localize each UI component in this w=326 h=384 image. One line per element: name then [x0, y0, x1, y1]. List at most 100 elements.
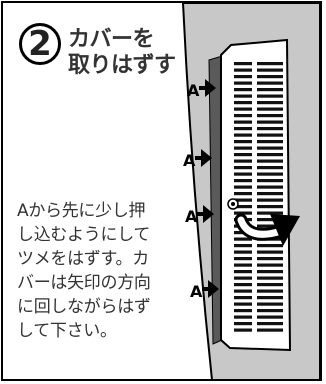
vent-slot	[257, 244, 283, 248]
vent-slot	[257, 127, 283, 131]
vent-slot	[257, 94, 283, 98]
vent-slot	[234, 296, 252, 300]
vent-slot	[257, 146, 283, 150]
step-title-line-1: カバーを	[68, 27, 155, 52]
instruction-line-3: ツメをはずす。カ	[17, 249, 149, 269]
vent-slot	[257, 101, 283, 105]
vent-slot	[257, 276, 283, 280]
vent-slot	[234, 205, 252, 209]
point-label-a: A	[185, 207, 198, 226]
vent-slot	[234, 198, 252, 202]
vent-slot	[257, 120, 283, 124]
vent-slot	[234, 302, 252, 306]
push-arrow	[199, 79, 216, 97]
vent-slot	[257, 107, 283, 111]
vent-slot	[257, 283, 283, 287]
step-number: 2	[28, 24, 52, 64]
vent-slot	[234, 81, 252, 85]
vent-slot	[234, 75, 252, 79]
instruction-line-5: に回しながらはず	[17, 297, 151, 317]
vent-slot	[257, 172, 283, 176]
vent-slot	[234, 322, 252, 326]
vent-slot	[257, 315, 283, 319]
vent-slot	[257, 179, 283, 183]
vent-slot	[234, 309, 252, 313]
vent-slot	[234, 153, 252, 157]
vent-slot	[257, 296, 283, 300]
vent-slot	[234, 107, 252, 111]
vent-slot	[257, 133, 283, 137]
vent-slot	[234, 211, 252, 215]
vent-slot	[234, 283, 252, 287]
vent-slot	[234, 185, 252, 189]
instruction-line-6: して下さい。	[17, 321, 117, 341]
vent-slot	[234, 120, 252, 124]
point-label-a: A	[187, 81, 200, 100]
vent-slot	[234, 289, 252, 293]
instruction-line-4: バーは矢印の方向	[17, 273, 151, 293]
vent-slot	[234, 127, 252, 131]
step-title-line-2: 取りはずす	[68, 53, 176, 78]
push-arrow	[195, 149, 212, 167]
rotation-arrow-head	[270, 214, 300, 246]
vent-slot	[234, 146, 252, 150]
vent-slot	[257, 185, 283, 189]
push-point-a-3: A	[185, 205, 214, 226]
vent-slot	[257, 166, 283, 170]
vent-slot	[257, 75, 283, 79]
vent-slot	[234, 263, 252, 267]
vent-slot	[234, 133, 252, 137]
vent-slot	[234, 192, 252, 196]
push-point-a-4: A	[190, 280, 219, 301]
vent-slot	[257, 198, 283, 202]
vent-slot	[257, 224, 283, 228]
vent-slot	[234, 114, 252, 118]
vent-slot	[257, 289, 283, 293]
push-arrow	[202, 280, 219, 298]
vent-slot	[234, 159, 252, 163]
vent-slot	[234, 94, 252, 98]
vent-slot	[257, 88, 283, 92]
vent-slot	[234, 270, 252, 274]
vent-slot	[234, 179, 252, 183]
vent-slot	[234, 257, 252, 261]
vent-slot	[257, 114, 283, 118]
point-label-a: A	[183, 151, 196, 170]
vent-slot	[257, 263, 283, 267]
vent-slot	[257, 68, 283, 72]
vent-slot	[234, 101, 252, 105]
vent-slot	[257, 62, 283, 66]
vent-slot	[257, 328, 283, 332]
vent-slot	[257, 218, 283, 222]
vent-slot	[234, 88, 252, 92]
instruction-line-1: Aから先に少し押	[17, 201, 146, 221]
vent-slot	[234, 68, 252, 72]
vent-slot	[257, 322, 283, 326]
vent-slot	[234, 276, 252, 280]
vent-slot	[234, 328, 252, 332]
vent-slot	[257, 81, 283, 85]
push-point-a-1: A	[187, 79, 216, 100]
vent-slot	[234, 250, 252, 254]
vent-slot	[234, 237, 252, 241]
vent-slot	[257, 159, 283, 163]
vent-slot	[257, 270, 283, 274]
vent-slot	[257, 250, 283, 254]
vent-slot	[234, 315, 252, 319]
push-point-a-2: A	[183, 149, 212, 170]
vent-slot	[234, 62, 252, 66]
vent-slots	[234, 62, 283, 332]
vent-slot	[257, 153, 283, 157]
point-label-a: A	[190, 282, 203, 301]
vent-slot	[257, 257, 283, 261]
vent-slot	[257, 205, 283, 209]
vent-slot	[257, 211, 283, 215]
vent-slot	[257, 309, 283, 313]
instruction-line-2: し込むようにして	[17, 225, 151, 245]
vent-slot	[234, 166, 252, 170]
vent-slot	[234, 140, 252, 144]
push-arrow	[197, 205, 214, 223]
vent-slot	[257, 192, 283, 196]
vent-slot	[257, 302, 283, 306]
